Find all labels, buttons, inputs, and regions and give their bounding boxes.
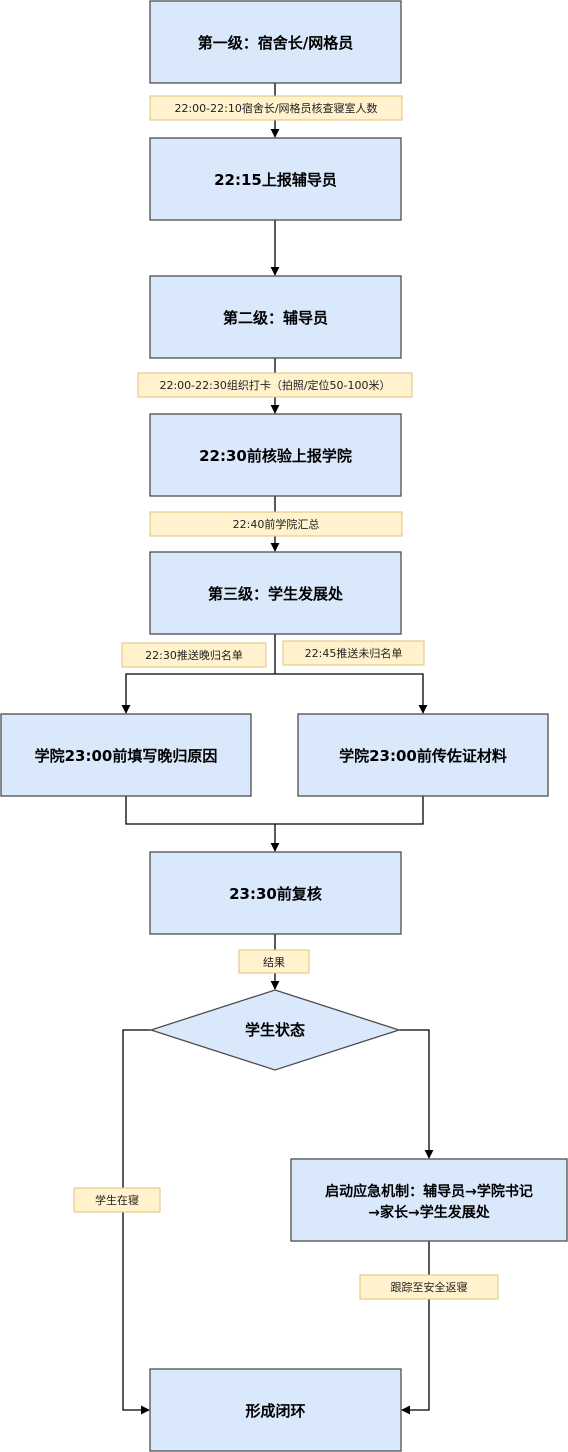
node-report-counselor: 22:15上报辅导员 [149,137,402,221]
node-recheck: 23:30前复核 [149,851,402,935]
node-closed-loop: 形成闭环 [149,1368,402,1452]
node-level3-text: 第三级：学生发展处 [208,585,344,603]
node-upload-evidence: 学院23:00前传佐证材料 [297,713,549,797]
node-emergency: 启动应急机制：辅导员→学院书记 →家长→学生发展处 [290,1158,568,1242]
edge-emergency-to-closed-loop [401,1241,430,1415]
node-level2: 第二级：辅导员 [149,275,402,359]
node-level1: 第一级：宿舍长/网格员 [149,0,402,84]
label-clock-in: 22:00-22:30组织打卡（拍照/定位50-100米） [137,372,413,398]
label-push-late-text: 22:30推送晚归名单 [145,648,243,662]
node-verify-report: 22:30前核验上报学院 [149,413,402,497]
node-level3: 第三级：学生发展处 [149,551,402,635]
node-verify-report-text: 22:30前核验上报学院 [199,447,352,465]
label-college-summary: 22:40前学院汇总 [149,511,403,537]
node-level1-text: 第一级：宿舍长/网格员 [198,34,353,52]
label-push-late: 22:30推送晚归名单 [121,642,267,668]
node-level2-text: 第二级：辅导员 [223,309,328,327]
label-track-return-text: 跟踪至安全返寝 [391,1280,468,1294]
node-closed-loop-text: 形成闭环 [245,1402,305,1420]
edge-status-to-closed-loop [122,1029,151,1415]
label-result: 结果 [238,949,310,974]
node-recheck-text: 23:30前复核 [229,885,322,903]
label-push-absent: 22:45推送未归名单 [282,640,425,666]
node-student-status: 学生状态 [148,989,402,1071]
label-result-text: 结果 [263,956,285,969]
label-in-dorm-text: 学生在寝 [95,1193,139,1207]
label-clock-in-text: 22:00-22:30组织打卡（拍照/定位50-100米） [159,378,390,392]
edge-fill-reason-merge [125,796,424,825]
node-emergency-line1: 启动应急机制：辅导员→学院书记 [325,1183,533,1200]
label-push-absent-text: 22:45推送未归名单 [305,646,403,660]
label-track-return: 跟踪至安全返寝 [359,1274,499,1300]
label-college-summary-text: 22:40前学院汇总 [233,517,320,531]
node-fill-reason-text: 学院23:00前填写晚归原因 [35,747,218,765]
label-in-dorm: 学生在寝 [73,1187,161,1213]
edge-to-fill-reason [121,673,275,714]
edges [121,83,434,1415]
node-fill-reason: 学院23:00前填写晚归原因 [0,713,252,797]
node-upload-evidence-text: 学院23:00前传佐证材料 [339,747,507,765]
label-check-count-text: 22:00-22:10宿舍长/网格员核查寝室人数 [174,101,377,115]
node-student-status-text: 学生状态 [245,1021,305,1039]
edge-to-upload-evidence [275,673,428,714]
edge-status-to-emergency [399,1029,434,1159]
node-report-counselor-text: 22:15上报辅导员 [214,171,337,189]
label-check-count: 22:00-22:10宿舍长/网格员核查寝室人数 [149,95,403,121]
node-emergency-line2: →家长→学生发展处 [368,1204,490,1221]
